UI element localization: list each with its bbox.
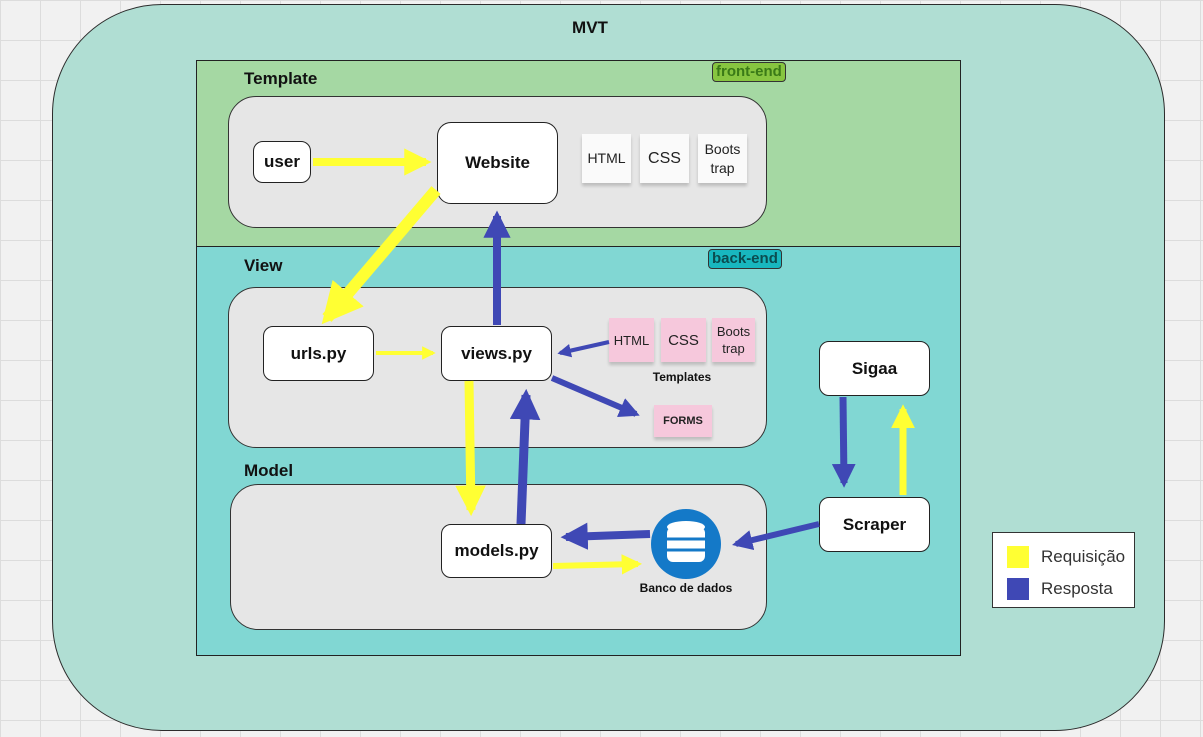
sigaa-node[interactable]: Sigaa: [819, 341, 930, 396]
back-end-tag: back-end: [708, 249, 782, 269]
arrow-views-to-models: [455, 380, 486, 517]
arrow-scraper-to-database: [732, 521, 820, 551]
arrow-models-to-database: [552, 554, 643, 575]
front-css-sticky: CSS: [640, 134, 689, 183]
legend-request-label: Requisição: [1041, 547, 1126, 566]
arrow-database-to-models: [560, 522, 651, 550]
template-section-title: Template: [244, 69, 318, 88]
database-label: Banco de dados: [639, 581, 733, 595]
legend-request-swatch: [1007, 546, 1029, 568]
arrow-templates-to-views: [557, 340, 610, 358]
arrow-sigaa-to-scraper: [831, 396, 856, 488]
views-node[interactable]: views.py: [441, 326, 552, 381]
legend-response: Resposta: [1007, 578, 1113, 600]
view-section-title: View: [244, 256, 283, 275]
templates-bootstrap-sticky: Boots trap: [712, 318, 755, 362]
arrow-models-to-views: [509, 388, 541, 525]
forms-sticky: FORMS: [654, 405, 712, 437]
diagram-title: MVT: [572, 18, 608, 37]
scraper-node[interactable]: Scraper: [819, 497, 930, 552]
database-icon: [651, 509, 721, 579]
front-html-sticky: HTML: [582, 134, 631, 183]
templates-label: Templates: [652, 370, 712, 384]
models-node[interactable]: models.py: [441, 524, 552, 578]
front-bootstrap-sticky: Boots trap: [698, 134, 747, 183]
website-node[interactable]: Website: [437, 122, 558, 204]
arrow-website-to-urls: [321, 186, 441, 325]
urls-node[interactable]: urls.py: [263, 326, 374, 381]
templates-html-sticky: HTML: [609, 318, 654, 362]
model-section-title: Model: [244, 461, 294, 480]
legend: Requisição Resposta: [992, 532, 1135, 608]
templates-css-sticky: CSS: [661, 318, 706, 362]
legend-response-label: Resposta: [1041, 579, 1113, 598]
user-node[interactable]: user: [253, 141, 311, 183]
legend-response-swatch: [1007, 578, 1029, 600]
front-end-tag: front-end: [712, 62, 786, 82]
arrow-views-to-forms: [550, 375, 640, 417]
legend-request: Requisição: [1007, 546, 1125, 568]
